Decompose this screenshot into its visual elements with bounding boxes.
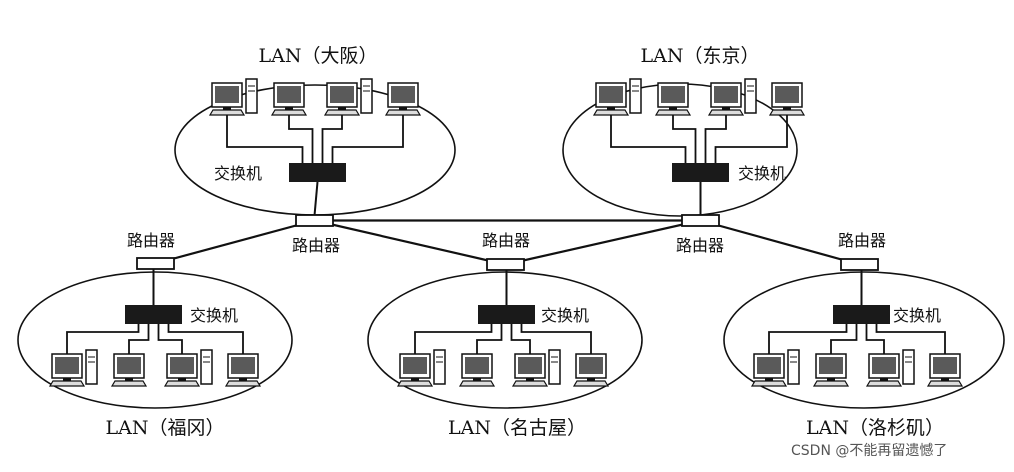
computer-icon (768, 82, 806, 116)
lan-wiring (226, 115, 404, 163)
wan-link (155, 219, 315, 265)
lan-layer: 交换机 LAN（大阪） 交换机 LAN（东京） 交换机 LAN（福冈） 交换机 LAN（名古屋… (17, 45, 1005, 439)
lan-nagoya: 交换机 LAN（名古屋） (367, 269, 643, 439)
lan-title: LAN（大阪） (259, 45, 378, 67)
switch-icon (672, 163, 729, 182)
router-label: 路由器 (676, 236, 724, 255)
wan-link (700, 219, 860, 266)
lan-title: LAN（东京） (641, 45, 760, 67)
router-label: 路由器 (292, 236, 340, 255)
lan-wiring (414, 324, 592, 354)
computer-icon (865, 349, 915, 387)
router-layer: 路由器 路由器 路由器 路由器 路由器 (127, 214, 886, 271)
wan-links (155, 219, 860, 266)
lan-wiring (610, 115, 788, 163)
lan-title: LAN（福冈） (106, 417, 225, 439)
watermark: CSDN @不能再留遗憾了 (791, 443, 947, 459)
computer-icon (572, 353, 610, 387)
computer-icon (396, 349, 446, 387)
computer-icon (208, 78, 258, 116)
computer-icon (926, 353, 964, 387)
switch-label: 交换机 (190, 306, 238, 325)
router-icon (295, 214, 334, 227)
switch-label: 交换机 (541, 306, 589, 325)
computer-icon (323, 78, 373, 116)
computer-icon (750, 349, 800, 387)
router-icon (486, 258, 525, 271)
switch-icon (478, 305, 535, 324)
uplink (313, 181, 319, 216)
computer-icon (592, 78, 642, 116)
computer-icon (458, 353, 496, 387)
computer-icon (270, 82, 308, 116)
computer-icon (163, 349, 213, 387)
computer-icon (812, 353, 850, 387)
computer-icon (110, 353, 148, 387)
lan-wiring (768, 324, 946, 354)
switch-icon (289, 163, 346, 182)
computer-icon (224, 353, 262, 387)
lan-boundary (367, 271, 643, 409)
switch-icon (125, 305, 182, 324)
lan-wiring (66, 324, 244, 354)
switch-icon (833, 305, 890, 324)
switch-label: 交换机 (738, 164, 786, 183)
lan-losangeles: 交换机 LAN（洛杉矶） (723, 269, 1005, 439)
computer-icon (48, 349, 98, 387)
lan-boundary (17, 271, 293, 409)
lan-title: LAN（名古屋） (448, 417, 586, 439)
router-icon (681, 214, 720, 227)
computer-icon (654, 82, 692, 116)
router-label: 路由器 (838, 231, 886, 250)
router-la: 路由器 (838, 231, 886, 271)
lan-fukuoka: 交换机 LAN（福冈） (17, 268, 293, 439)
router-label: 路由器 (127, 231, 175, 250)
router-tokyo: 路由器 (676, 214, 724, 255)
router-fukuoka: 路由器 (127, 231, 175, 270)
lan-osaka: 交换机 LAN（大阪） (174, 45, 456, 216)
router-label: 路由器 (482, 231, 530, 250)
computer-icon (707, 78, 757, 116)
computer-icon (511, 349, 561, 387)
router-icon (840, 258, 879, 271)
computer-icon (384, 82, 422, 116)
lan-boundary (723, 271, 1005, 409)
wan-link (505, 219, 701, 266)
router-icon (136, 257, 175, 270)
router-osaka: 路由器 (292, 214, 340, 255)
switch-label: 交换机 (893, 306, 941, 325)
lan-tokyo: 交换机 LAN（东京） (562, 45, 806, 217)
wan-link (314, 219, 506, 266)
router-nagoya: 路由器 (482, 231, 530, 271)
switch-label: 交换机 (214, 164, 262, 183)
lan-title: LAN（洛杉矶） (806, 417, 944, 439)
